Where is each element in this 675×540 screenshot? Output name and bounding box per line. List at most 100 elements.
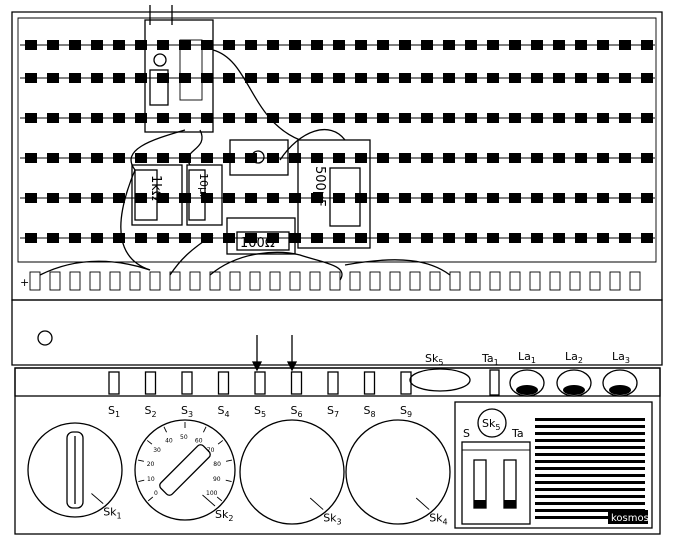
rail-contact bbox=[333, 113, 345, 123]
ta1-button[interactable] bbox=[489, 369, 500, 396]
slider-label: S9 bbox=[400, 404, 412, 419]
terminal[interactable] bbox=[589, 271, 601, 291]
rail-contact bbox=[267, 153, 279, 163]
terminal[interactable] bbox=[489, 271, 501, 291]
dial-scale-tick: 0 bbox=[154, 490, 158, 497]
terminal[interactable] bbox=[349, 271, 361, 291]
dial-sk4[interactable]: Sk4 bbox=[345, 419, 451, 527]
rail-contact bbox=[157, 40, 169, 50]
capacitor-500uF-value: 500µF bbox=[312, 166, 327, 207]
slider-8[interactable]: S8 bbox=[364, 371, 376, 419]
terminal[interactable] bbox=[469, 271, 481, 291]
rail-contact bbox=[641, 113, 653, 123]
rail-contact bbox=[179, 153, 191, 163]
rail-contact bbox=[531, 233, 543, 243]
rail-contact bbox=[377, 40, 389, 50]
terminal[interactable] bbox=[229, 271, 241, 291]
slider-7[interactable]: S7 bbox=[327, 371, 339, 419]
rail-contact bbox=[201, 73, 213, 83]
slider-1[interactable]: S1 bbox=[108, 371, 120, 419]
terminal[interactable] bbox=[169, 271, 181, 291]
dial-scale-tick: 90 bbox=[213, 476, 221, 483]
terminal[interactable] bbox=[109, 271, 121, 291]
capacitor-500uF-module[interactable]: 500µF bbox=[297, 139, 371, 249]
la1-label: La1 bbox=[518, 350, 536, 365]
rail-contact bbox=[223, 73, 235, 83]
terminal[interactable] bbox=[49, 271, 61, 291]
rail-contact bbox=[421, 113, 433, 123]
terminal[interactable] bbox=[189, 271, 201, 291]
terminal[interactable] bbox=[269, 271, 281, 291]
slider-3[interactable]: S3 bbox=[181, 371, 193, 419]
capacitor-10uF-module[interactable]: 10µF bbox=[186, 164, 223, 226]
dial-sk1[interactable]: Sk1 bbox=[27, 422, 123, 521]
plus-terminal-label: + bbox=[20, 276, 29, 289]
rail-contact bbox=[597, 233, 609, 243]
dial-scale-tick: 100 bbox=[206, 490, 218, 497]
rail-contact bbox=[201, 153, 213, 163]
terminal[interactable] bbox=[129, 271, 141, 291]
rail-contact bbox=[421, 153, 433, 163]
rail-contact bbox=[641, 233, 653, 243]
rail-contact bbox=[25, 153, 37, 163]
lamp-socket-2[interactable] bbox=[556, 369, 592, 397]
rail-contact bbox=[619, 40, 631, 50]
terminal[interactable] bbox=[409, 271, 421, 291]
slider-9[interactable]: S9 bbox=[400, 371, 412, 419]
resistor-100-module[interactable]: 100Ω bbox=[226, 217, 296, 255]
terminal[interactable] bbox=[69, 271, 81, 291]
terminal[interactable] bbox=[309, 271, 321, 291]
slider-6[interactable]: S6 bbox=[291, 371, 303, 419]
terminal[interactable] bbox=[249, 271, 261, 291]
slider-2[interactable]: S2 bbox=[145, 371, 157, 419]
slider-5[interactable]: S5 bbox=[254, 371, 266, 419]
rail-contact bbox=[443, 153, 455, 163]
rail-contact bbox=[355, 153, 367, 163]
terminal[interactable] bbox=[609, 271, 621, 291]
rail-contact bbox=[575, 233, 587, 243]
switch-module[interactable] bbox=[229, 139, 289, 176]
rail-contact bbox=[69, 73, 81, 83]
rail-contact bbox=[641, 153, 653, 163]
terminal[interactable] bbox=[369, 271, 381, 291]
rail-contact bbox=[399, 113, 411, 123]
contact-rail bbox=[20, 40, 655, 50]
rail-contact bbox=[509, 233, 521, 243]
terminal[interactable] bbox=[629, 271, 641, 291]
rail-contact bbox=[25, 113, 37, 123]
terminal[interactable] bbox=[529, 271, 541, 291]
terminal[interactable] bbox=[209, 271, 221, 291]
rail-contact bbox=[531, 73, 543, 83]
terminal[interactable] bbox=[389, 271, 401, 291]
rail-contact bbox=[25, 73, 37, 83]
terminal[interactable] bbox=[289, 271, 301, 291]
rail-contact bbox=[509, 153, 521, 163]
rail-contact bbox=[355, 40, 367, 50]
ta1-label: Ta1 bbox=[481, 352, 499, 367]
sk5-knob[interactable] bbox=[409, 368, 471, 392]
terminal[interactable] bbox=[29, 271, 41, 291]
dial-sk3[interactable]: Sk3 bbox=[239, 419, 345, 527]
terminal[interactable] bbox=[149, 271, 161, 291]
rail-contact bbox=[597, 193, 609, 203]
resistor-1k-module[interactable]: 1kΩ bbox=[131, 164, 183, 226]
rail-contact bbox=[113, 113, 125, 123]
transistor-module[interactable] bbox=[144, 5, 214, 133]
lamp-socket-3[interactable] bbox=[602, 369, 638, 397]
dial-scale-tick: 30 bbox=[153, 447, 161, 454]
terminal[interactable] bbox=[569, 271, 581, 291]
sk5-label: Sk5 bbox=[425, 352, 443, 367]
terminal[interactable] bbox=[509, 271, 521, 291]
terminal[interactable] bbox=[329, 271, 341, 291]
terminal[interactable] bbox=[89, 271, 101, 291]
terminal[interactable] bbox=[429, 271, 441, 291]
lamp-socket-1[interactable] bbox=[509, 369, 545, 397]
rail-contact bbox=[421, 40, 433, 50]
speaker-panel: Sk5 S Ta kosmos bbox=[454, 401, 653, 529]
slider-4[interactable]: S4 bbox=[218, 371, 230, 419]
rail-contact bbox=[553, 73, 565, 83]
terminal[interactable] bbox=[449, 271, 461, 291]
rail-contact bbox=[487, 40, 499, 50]
terminal[interactable] bbox=[549, 271, 561, 291]
